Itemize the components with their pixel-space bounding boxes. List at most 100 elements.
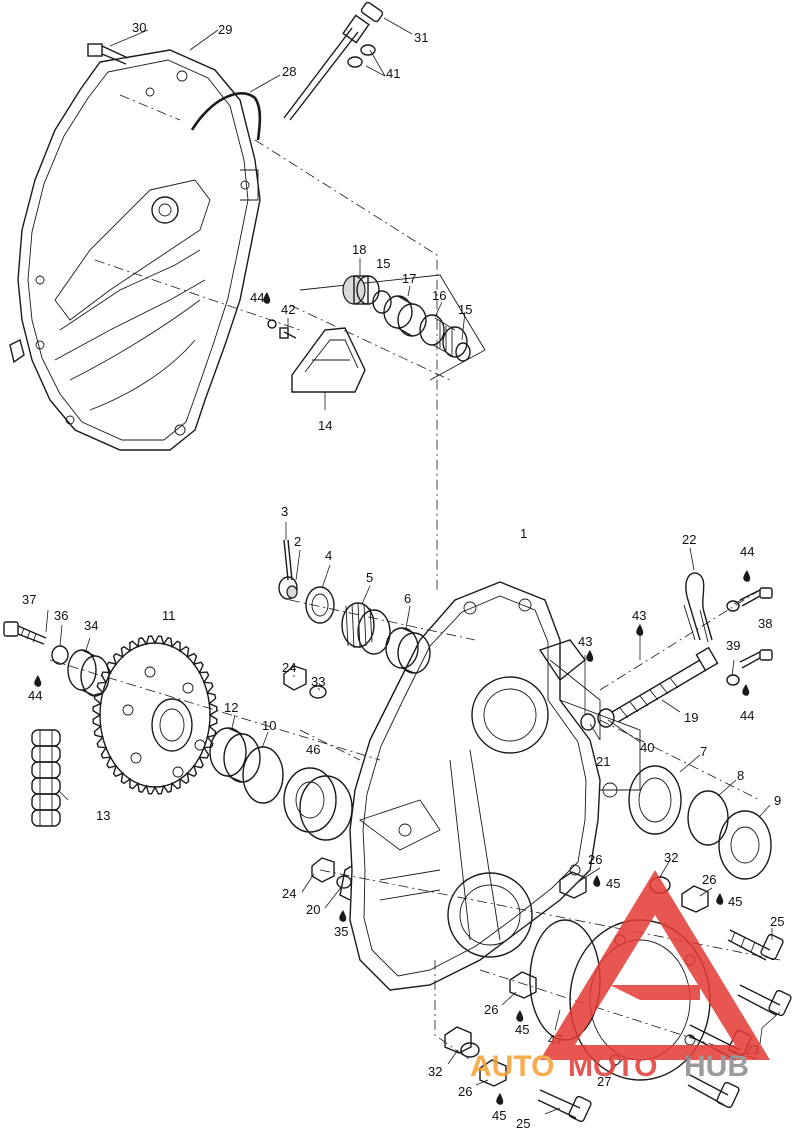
leader-lines	[45, 17, 781, 1115]
watermark-moto: MOTO	[568, 1050, 657, 1083]
oil-drop-icon	[716, 893, 724, 905]
callout-7: 7	[700, 744, 707, 759]
callout-12: 12	[224, 700, 238, 715]
callout-3: 3	[281, 504, 288, 519]
callout-26d: 26	[458, 1084, 472, 1099]
callout-45d: 45	[492, 1108, 506, 1123]
dipstick-rod	[283, 1, 384, 121]
callout-22: 22	[682, 532, 696, 547]
callout-44d: 44	[28, 688, 42, 703]
callout-44b: 44	[740, 544, 754, 559]
watermark-hub: HUB	[684, 1050, 749, 1083]
callout-16: 16	[432, 288, 446, 303]
adjuster-bolt	[580, 646, 719, 731]
callout-25a: 25	[770, 914, 784, 929]
cotter-pin	[683, 572, 713, 643]
left-small-nuts	[283, 665, 352, 889]
callout-5: 5	[366, 570, 373, 585]
oil-drop-icon	[742, 684, 750, 696]
callout-9: 9	[774, 793, 781, 808]
automotohub-watermark: AUTO MOTO HUB	[470, 870, 770, 1083]
callout-10: 10	[262, 718, 276, 733]
watermark-auto: AUTO	[470, 1050, 554, 1083]
callout-18: 18	[352, 242, 366, 257]
callout-37: 37	[22, 592, 36, 607]
callout-27: 27	[597, 1074, 611, 1089]
callout-19: 19	[684, 710, 698, 725]
callout-24a: 24	[282, 660, 296, 675]
callout-15b: 15	[458, 302, 472, 317]
callout-28: 28	[282, 64, 296, 79]
drive-chain	[31, 729, 61, 827]
logo-triangle-icon	[540, 870, 770, 1060]
large-sprocket	[92, 635, 218, 795]
callout-43a: 43	[632, 608, 646, 623]
callout-35: 35	[334, 924, 348, 939]
callout-32a: 32	[664, 850, 678, 865]
oil-drop-icon	[636, 624, 644, 636]
callout-30: 30	[132, 20, 146, 35]
callout-8: 8	[737, 768, 744, 783]
callout-46: 46	[306, 742, 320, 757]
callout-45c: 45	[515, 1022, 529, 1037]
callout-26b: 26	[702, 872, 716, 887]
callout-32b: 32	[428, 1064, 442, 1079]
callout-1: 1	[520, 526, 527, 541]
callout-labels: 1 2 3 4 5 6 7 8 9 10 11 12 13 14 15 15 1…	[22, 20, 784, 1131]
callout-41: 41	[386, 66, 400, 81]
callout-25b: 25	[516, 1116, 530, 1131]
callout-2: 2	[294, 534, 301, 549]
callout-43b: 43	[578, 634, 592, 649]
callout-4: 4	[325, 548, 332, 563]
callout-20: 20	[306, 902, 320, 917]
left-bolt-spacer	[3, 621, 110, 697]
callout-34: 34	[84, 618, 98, 633]
callout-17: 17	[402, 271, 416, 286]
callout-26a: 26	[588, 852, 602, 867]
oil-drop-icon	[339, 910, 347, 922]
callout-44c: 44	[740, 708, 754, 723]
callout-42: 42	[281, 302, 295, 317]
callout-13: 13	[96, 808, 110, 823]
callout-11: 11	[162, 608, 176, 623]
callout-38: 38	[758, 616, 772, 631]
middle-bearing-stack	[209, 727, 353, 841]
callout-45a: 45	[606, 876, 620, 891]
callout-26c: 26	[484, 1002, 498, 1017]
oil-drop-icon	[496, 1093, 504, 1105]
assembly-center-lines	[49, 94, 781, 1061]
oil-drop-icon	[263, 292, 271, 304]
callout-14: 14	[318, 418, 332, 433]
callout-24b: 24	[282, 886, 296, 901]
right-bearing-stack	[628, 765, 772, 880]
callout-29: 29	[218, 22, 232, 37]
callout-36: 36	[54, 608, 68, 623]
oil-drop-icon	[516, 1010, 524, 1022]
callout-44a: 44	[250, 290, 264, 305]
callout-15a: 15	[376, 256, 390, 271]
oil-drop-icon	[34, 675, 42, 687]
callout-31: 31	[414, 30, 428, 45]
chaincase-housing	[339, 581, 641, 991]
oil-drop-icon	[743, 570, 751, 582]
callout-45b: 45	[728, 894, 742, 909]
lubricant-drop-icons	[34, 292, 751, 1105]
tensioner-bracket	[291, 327, 366, 393]
cover-bolt	[87, 43, 129, 65]
wire	[190, 92, 262, 141]
callout-39: 39	[726, 638, 740, 653]
tensioner-screw	[267, 319, 297, 339]
chaincase-cover	[9, 49, 261, 451]
logo-inner-mark-icon	[610, 985, 700, 1000]
callout-40: 40	[640, 740, 654, 755]
roller-assembly	[299, 274, 486, 381]
oil-drop-icon	[586, 650, 594, 662]
right-bolts	[726, 587, 773, 686]
callout-21: 21	[596, 754, 610, 769]
drive-shaft-stack	[278, 539, 431, 674]
oil-drop-icon	[593, 875, 601, 887]
callout-33: 33	[311, 674, 325, 689]
callout-6: 6	[404, 591, 411, 606]
